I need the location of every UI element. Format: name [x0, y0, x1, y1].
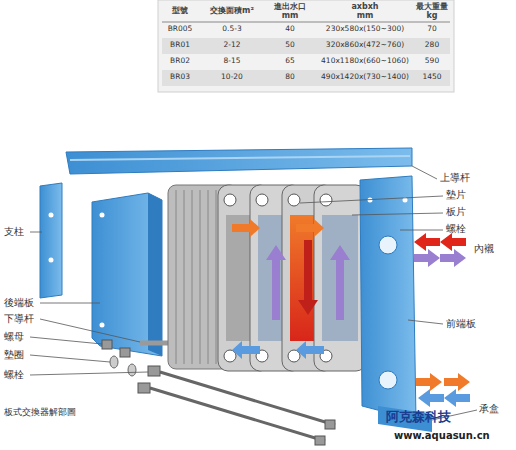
table-cell: BR005 [168, 25, 193, 34]
plate-edge [148, 193, 162, 356]
table-header: 交換面積m² [210, 6, 254, 15]
part-label: 螺栓 [446, 223, 466, 235]
table-cell: 70 [427, 25, 437, 34]
table-cell: 40 [285, 25, 295, 34]
table-cell: 490x1420x(730~1400) [321, 73, 409, 82]
port [379, 236, 397, 254]
leader-lines [30, 166, 477, 420]
part-label: 墊圈 [4, 349, 24, 361]
table-cell: BR03 [170, 73, 190, 82]
part-label: 螺栓 [4, 369, 24, 381]
hole [100, 213, 105, 218]
table-header: 進出水口 mm [271, 2, 309, 20]
fasteners [102, 340, 335, 445]
part-label: 上導杆 [440, 172, 470, 184]
table-cell: 10-20 [221, 73, 243, 82]
port [379, 371, 397, 389]
table-stripe [162, 70, 450, 86]
part-label: 內襯 [474, 243, 494, 255]
watermark-url: www.aquasun.cn [394, 430, 490, 442]
table-header: axbxh mm [350, 2, 380, 20]
part-label: 墊片 [446, 189, 466, 201]
front-end-plate [360, 176, 416, 420]
hole [49, 258, 54, 263]
table-cell: 280 [425, 41, 439, 50]
table-frame [158, 0, 454, 92]
flow-arrows [232, 219, 350, 359]
table-header: 最大重量 kg [413, 2, 451, 20]
table-cell: 0.5-3 [222, 25, 241, 34]
hole [49, 213, 54, 218]
table-rule [162, 22, 450, 23]
table-cell: 1450 [422, 73, 441, 82]
hole [100, 323, 105, 328]
table-cell: 80 [285, 73, 295, 82]
part-label: 螺母 [4, 331, 24, 343]
part-label: 承盒 [479, 403, 499, 415]
plates [218, 185, 366, 371]
table-cell: 590 [425, 57, 439, 66]
table-cell: 65 [285, 57, 295, 66]
part-label: 支柱 [4, 226, 24, 238]
part-label: 後端板 [4, 297, 34, 309]
pack-lines [176, 190, 224, 364]
table-cell: 8-15 [223, 57, 240, 66]
pillar [40, 183, 62, 298]
rod-highlight [70, 156, 410, 160]
part-label: 板片 [446, 206, 466, 218]
part-label: 下導杆 [4, 313, 34, 325]
table-cell: 320x860x(472~760) [326, 41, 404, 50]
table-cell: 230x580x(150~300) [326, 25, 404, 34]
part-label: 前端板 [446, 318, 476, 330]
table-stripe [162, 38, 450, 54]
rear-end-plate [92, 193, 162, 356]
caption: 板式交換器解部圖 [4, 407, 76, 417]
watermark: 阿克森科技 [386, 410, 451, 425]
table-cell: 50 [285, 41, 295, 50]
table-cell: BR02 [170, 57, 190, 66]
table-cell: 410x1180x(660~1060) [321, 57, 409, 66]
table-cell: 2-12 [223, 41, 240, 50]
top-guide-rod [66, 148, 412, 174]
table-header: 型號 [172, 6, 188, 15]
table-cell: BR01 [170, 41, 190, 50]
